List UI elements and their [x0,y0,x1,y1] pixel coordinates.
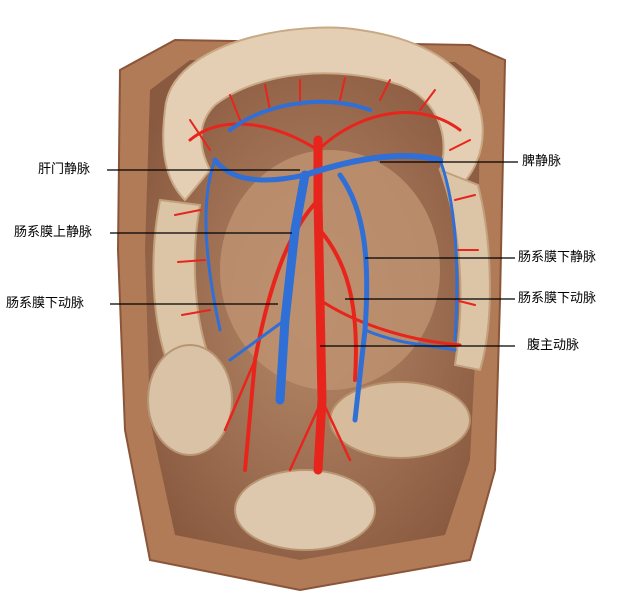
veins [204,99,459,423]
mesentery [220,150,440,390]
label-superior-mesenteric-vein: 肠系膜上静脉 [14,225,93,240]
label-inferior-mesenteric-artery-right: 肠系膜下动脉 [518,291,597,306]
transverse-colon [162,26,484,202]
label-inferior-mesenteric-artery-left: 肠系膜下动脉 [6,296,85,311]
label-abdominal-aorta: 腹主动脉 [527,338,580,353]
bowel-loop-right [329,381,471,459]
label-portal-vein: 肝门静脉 [38,162,91,177]
bowel-loop-left [147,344,233,456]
arteries [174,77,479,475]
label-splenic-vein: 脾静脉 [522,154,562,169]
label-inferior-mesenteric-vein: 肠系膜下静脉 [518,250,597,265]
leader-lines [107,161,518,347]
bowel-loop-bottom [234,469,376,551]
